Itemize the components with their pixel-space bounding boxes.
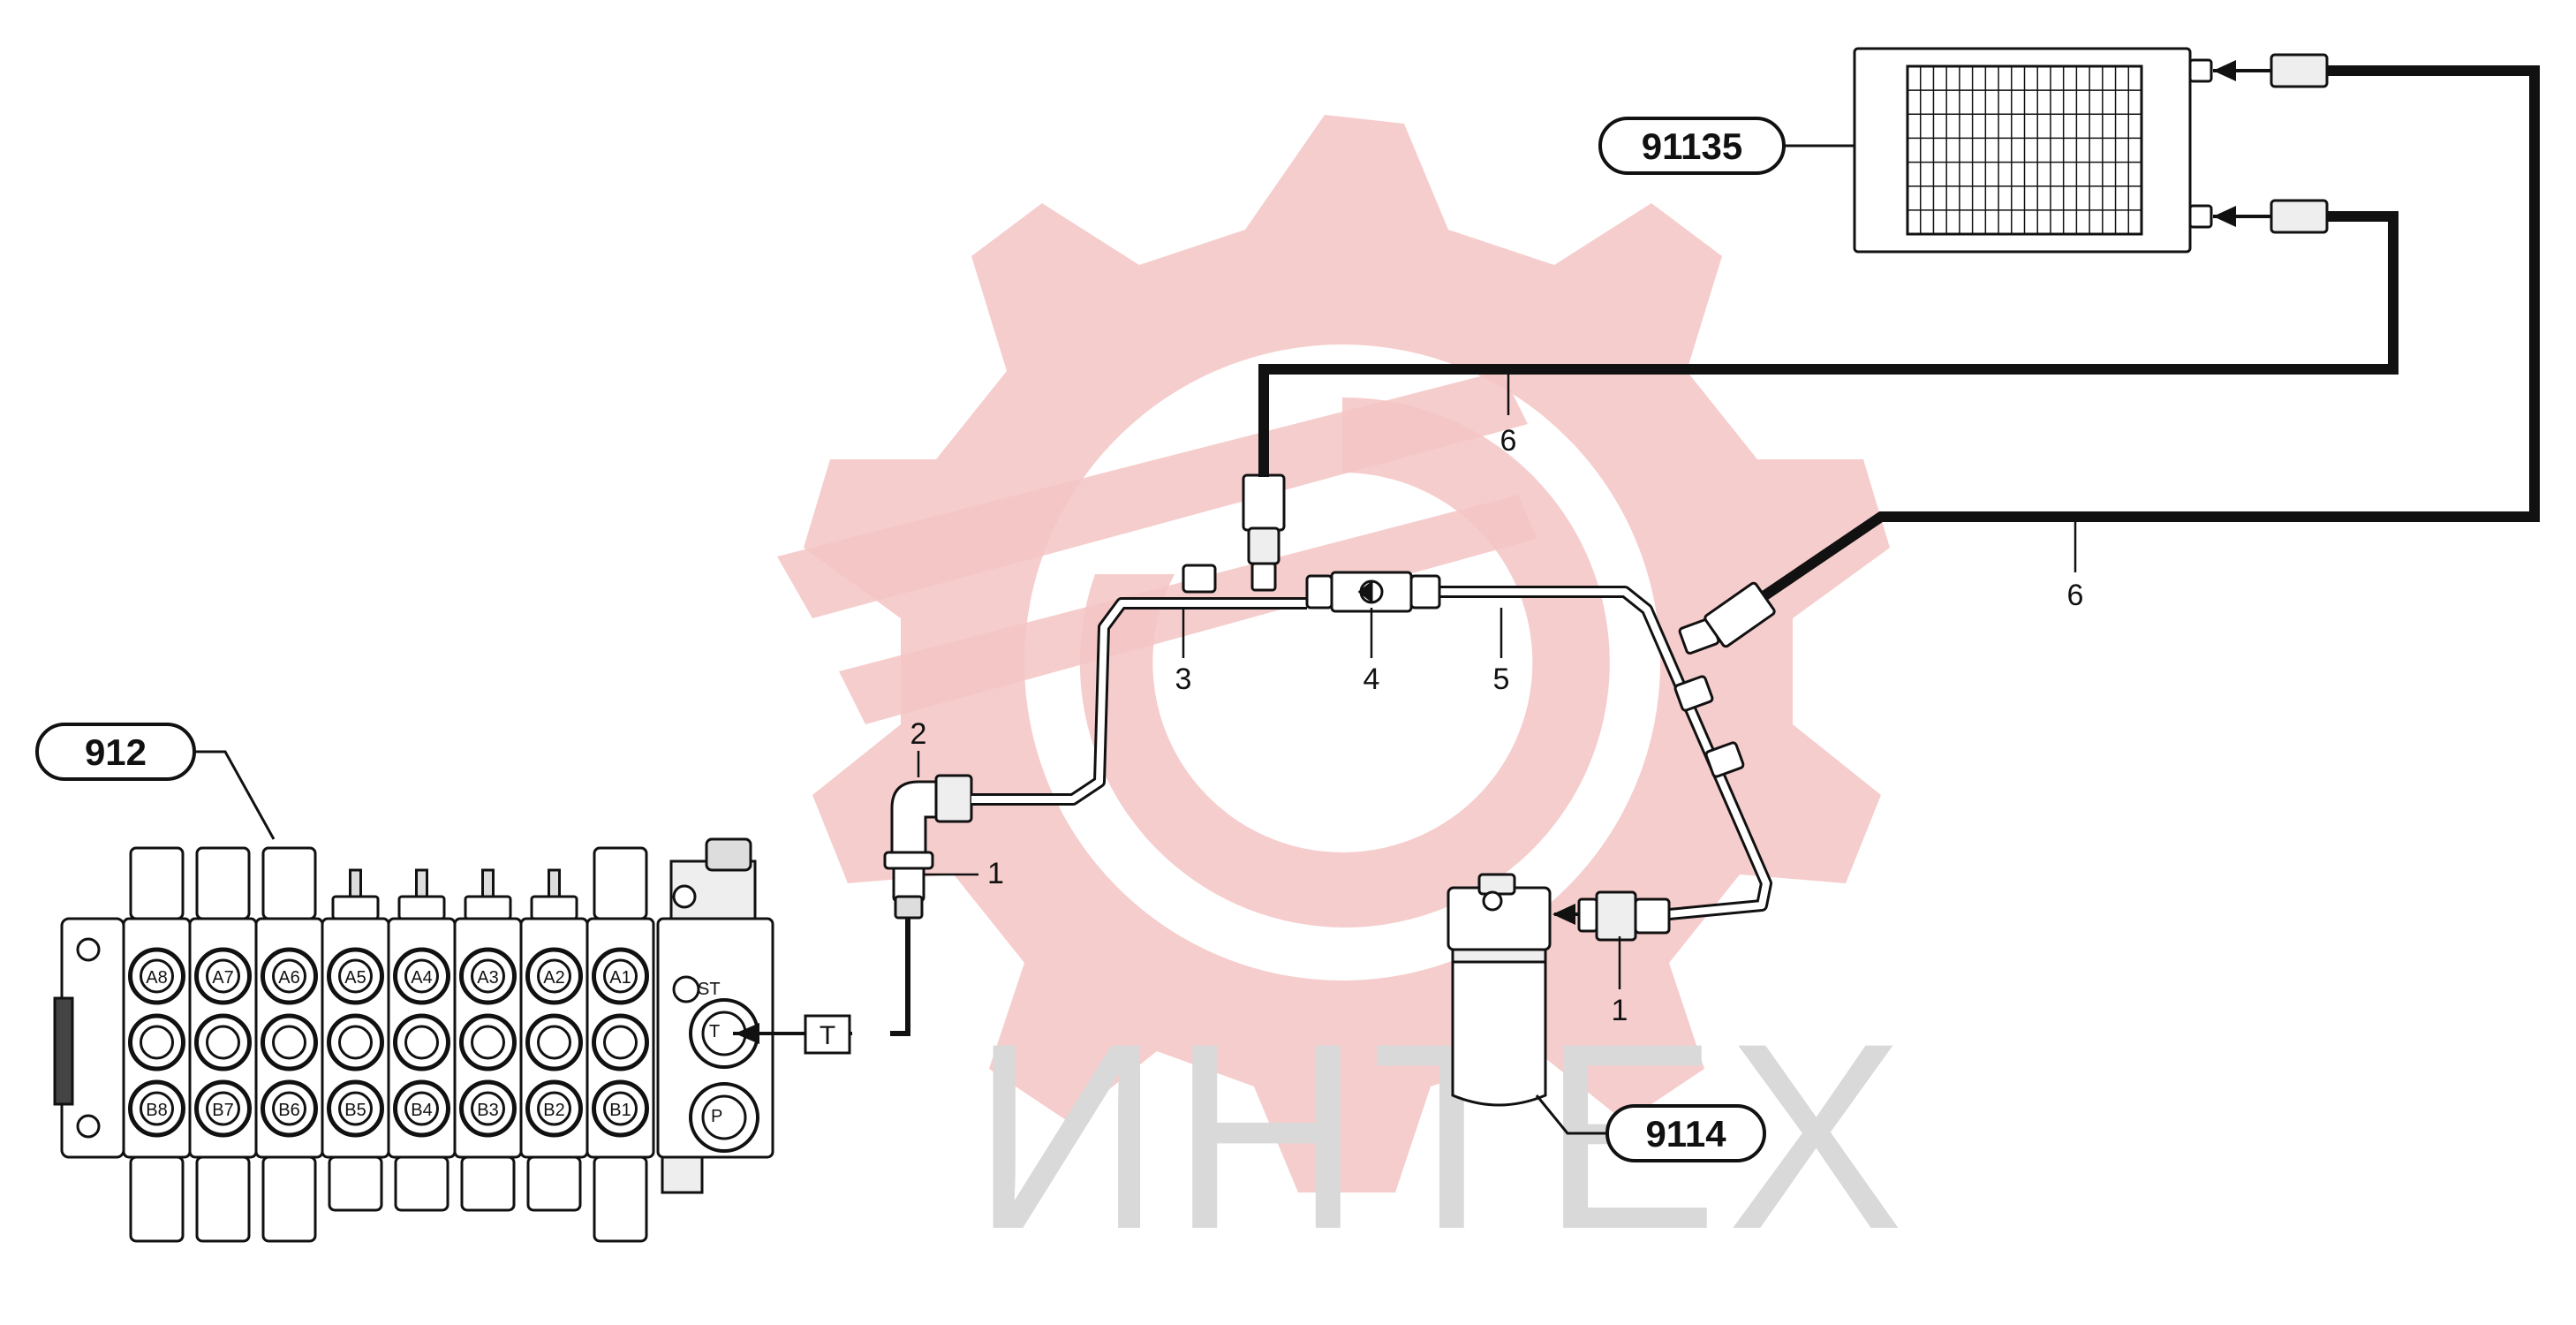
callout-3: 3 — [1175, 662, 1192, 696]
valve-section — [188, 846, 258, 1243]
inlet-label-t: T — [709, 1022, 720, 1041]
inlet-label-p: P — [711, 1107, 722, 1126]
hose-6-upper — [1258, 211, 2398, 477]
port-label-a: A3 — [477, 968, 498, 988]
port-label-a: A2 — [543, 968, 564, 988]
port-label-a: A1 — [609, 968, 631, 988]
tag-912: 912 — [35, 723, 276, 840]
tag-91135: 91135 — [1598, 117, 1855, 175]
port-label-b: B4 — [411, 1101, 432, 1120]
callout-6-lower: 6 — [2067, 579, 2084, 612]
union-fitting-1 — [883, 851, 934, 920]
return-filter-9114 — [1447, 873, 1671, 1107]
plug-fitting-pipe-3 — [1182, 564, 1217, 594]
port-label-b: B3 — [477, 1101, 498, 1120]
valve-section — [321, 868, 390, 1212]
port-label-b: B1 — [609, 1101, 631, 1120]
port-fitting-a — [1673, 675, 1714, 712]
elbow-fitting-2 — [890, 774, 973, 854]
inlet-label-st: ST — [698, 980, 721, 999]
port-label-a: A5 — [344, 968, 366, 988]
tag-9114: 9114 — [1535, 1094, 1766, 1162]
port-label-a: A4 — [411, 968, 432, 988]
control-valve-912 — [53, 837, 774, 1243]
check-valve-4 — [1305, 571, 1441, 613]
tag-9114-label: 9114 — [1645, 1113, 1726, 1155]
port-t-box: T — [804, 1014, 851, 1055]
valve-section — [585, 846, 655, 1243]
valve-section — [254, 846, 324, 1243]
port-label-b: B8 — [146, 1101, 167, 1120]
watermark-text: ИНТЕХ — [971, 988, 1913, 1284]
port-label-b: B7 — [212, 1101, 233, 1120]
callout-5: 5 — [1493, 662, 1510, 696]
callout-2: 2 — [910, 717, 927, 751]
valve-section — [519, 868, 589, 1212]
oil-cooler-91135 — [1853, 47, 2329, 254]
port-label-b: B2 — [543, 1101, 564, 1120]
callout-1-filter: 1 — [1612, 994, 1628, 1027]
hose-6-lower — [1741, 65, 2540, 614]
port-label-b: B6 — [278, 1101, 299, 1120]
port-label-a: A7 — [212, 968, 233, 988]
valve-section — [453, 868, 523, 1212]
tag-91135-label: 91135 — [1642, 125, 1742, 167]
callout-4: 4 — [1364, 662, 1380, 696]
valve-section — [122, 846, 192, 1243]
hose-end-upper-6 — [1242, 473, 1286, 532]
port-label-a: A8 — [146, 968, 167, 988]
port-label-a: A6 — [278, 968, 299, 988]
callout-6-upper: 6 — [1500, 424, 1517, 458]
callout-1-union: 1 — [987, 857, 1004, 890]
valve-section — [387, 868, 457, 1212]
port-label-b: B5 — [344, 1101, 366, 1120]
port-fitting-b — [1704, 741, 1745, 778]
tag-912-label: 912 — [85, 731, 147, 773]
port-t-box-label: T — [820, 1021, 835, 1050]
callout-leaders — [917, 369, 2077, 989]
